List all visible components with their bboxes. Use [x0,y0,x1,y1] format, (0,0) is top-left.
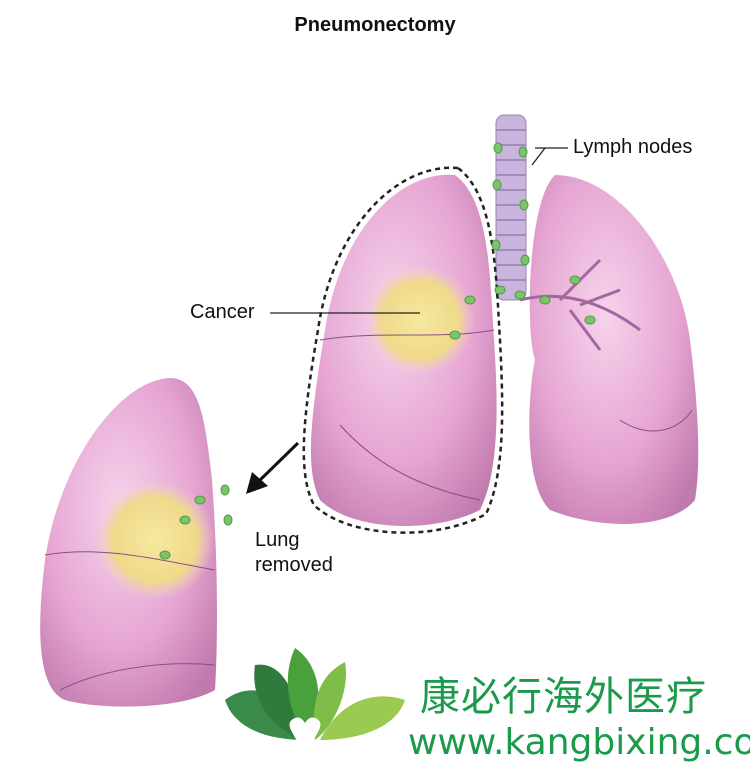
tumor [365,265,475,375]
remaining-lung [519,175,699,524]
watermark-chinese: 康必行海外医疗 [420,674,707,720]
lymph-nodes-label: Lymph nodes [573,136,693,158]
lung-removed-line2: removed [255,554,333,576]
diagram-title: Pneumonectomy [294,14,456,36]
lymph-leader-line [531,147,568,166]
dashed-outline [302,166,504,534]
lung-removed-line1: Lung [255,529,300,551]
trachea [495,114,527,301]
removed-lung [40,378,217,707]
arrow-icon [246,441,300,494]
lymph-nodes [159,142,596,560]
cancer-label: Cancer [190,301,255,323]
lung-removed-label: Lung removed [255,528,333,578]
tumor [95,480,215,600]
lung-in-situ-removed [302,166,504,534]
watermark-url: www.kangbixing.com [408,722,750,763]
brand-logo [225,648,405,745]
